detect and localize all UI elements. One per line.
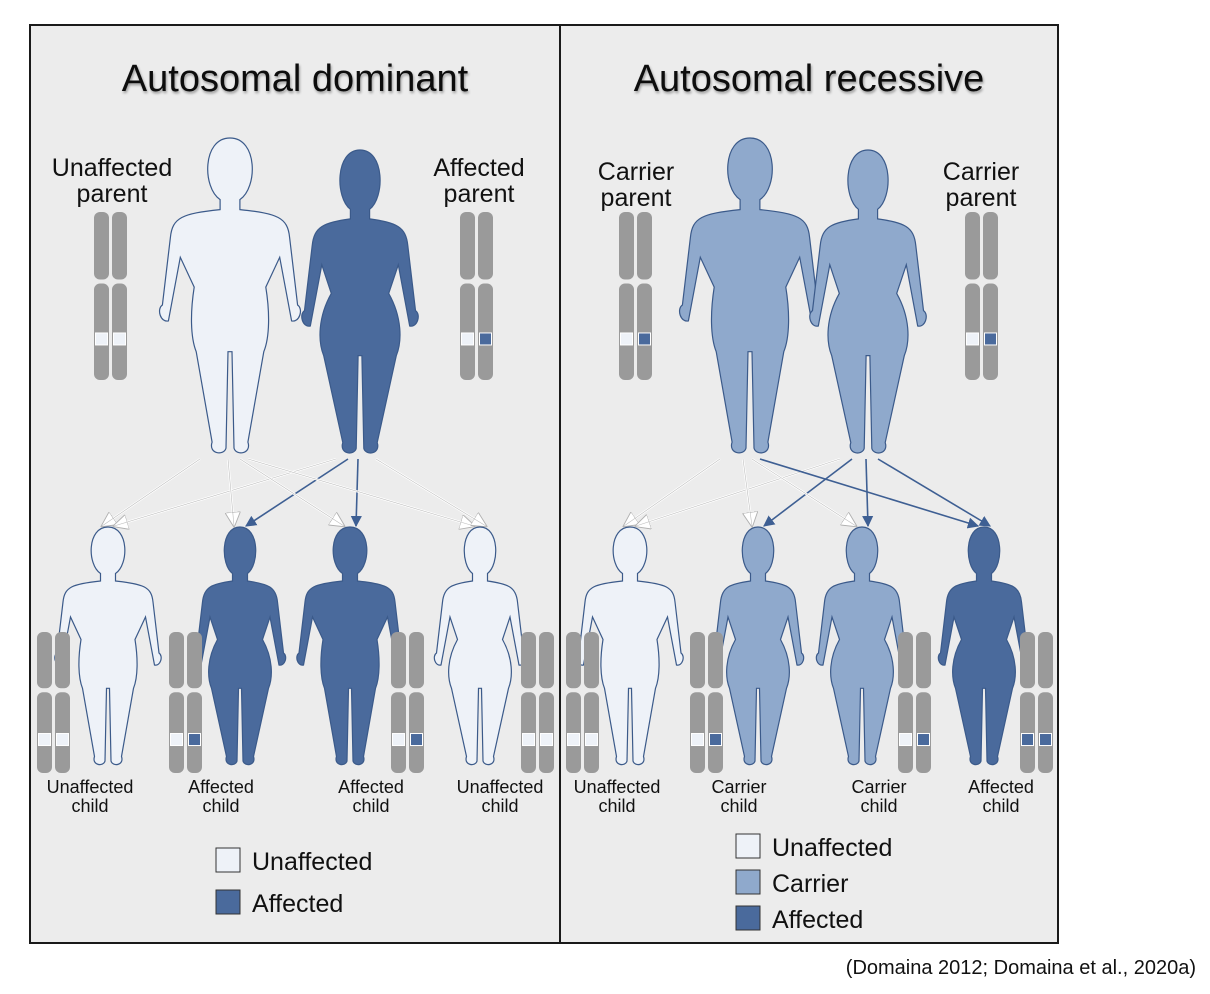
child-label: child	[598, 796, 635, 816]
right-parent-chromosomes	[965, 212, 998, 380]
child-chromosomes	[898, 632, 931, 773]
legend-swatch-carrier	[735, 869, 761, 895]
legend-label-affected: Affected	[772, 906, 863, 934]
allele-marker	[709, 733, 722, 747]
child-figure	[296, 526, 404, 766]
right-parent-label: Carrier	[943, 158, 1019, 186]
child-label: Affected	[188, 777, 254, 797]
autosomal-recessive-panel	[559, 24, 1059, 944]
legend-swatch-unaffected	[215, 847, 241, 873]
allele-marker	[620, 332, 633, 346]
dominant-title: Autosomal dominant	[122, 58, 469, 100]
allele-marker	[95, 332, 108, 346]
left-parent-figure	[158, 137, 302, 454]
inheritance-arrow	[245, 458, 349, 527]
legend-label-affected: Affected	[252, 890, 343, 918]
allele-marker	[585, 733, 598, 747]
citation: (Domaina 2012; Domaina et al., 2020a)	[845, 957, 1196, 979]
child-label: Carrier	[711, 777, 766, 797]
autosomal-dominant-panel	[29, 24, 562, 944]
right-parent-label: parent	[946, 184, 1017, 212]
left-parent-label: Unaffected	[52, 154, 172, 182]
child-figure	[193, 526, 287, 766]
allele-marker	[461, 332, 474, 346]
child-label: child	[860, 796, 897, 816]
child-chromosomes	[690, 632, 723, 773]
allele-marker	[392, 733, 405, 747]
child-label: Unaffected	[574, 777, 661, 797]
child-figure	[54, 526, 162, 766]
child-label: child	[202, 796, 239, 816]
legend-label-unaffected: Unaffected	[252, 848, 372, 876]
recessive-title: Autosomal recessive	[634, 58, 985, 100]
inheritance-arrow	[350, 458, 362, 528]
allele-marker	[899, 733, 912, 747]
allele-marker	[638, 332, 651, 346]
child-chromosomes	[521, 632, 554, 773]
allele-marker	[691, 733, 704, 747]
allele-marker	[410, 733, 423, 747]
child-label: Affected	[968, 777, 1034, 797]
left-parent-label: Carrier	[598, 158, 674, 186]
allele-marker	[479, 332, 492, 346]
child-label: child	[481, 796, 518, 816]
legend-swatch-unaffected	[735, 833, 761, 859]
child-label: Carrier	[851, 777, 906, 797]
allele-marker	[1039, 733, 1052, 747]
allele-marker	[113, 332, 126, 346]
allele-marker	[1021, 733, 1034, 747]
child-label: child	[71, 796, 108, 816]
right-parent-label: parent	[444, 180, 515, 208]
child-chromosomes	[391, 632, 424, 773]
left-parent-label: parent	[77, 180, 148, 208]
left-parent-chromosomes	[619, 212, 652, 380]
allele-marker	[170, 733, 183, 747]
legend-swatch-affected	[215, 889, 241, 915]
left-parent-label: parent	[601, 184, 672, 212]
left-parent-chromosomes	[94, 212, 127, 380]
right-parent-chromosomes	[460, 212, 493, 380]
child-label: child	[352, 796, 389, 816]
child-figure	[937, 526, 1031, 766]
allele-marker	[984, 332, 997, 346]
allele-marker	[966, 332, 979, 346]
allele-marker	[522, 733, 535, 747]
child-chromosomes	[169, 632, 202, 773]
child-label: child	[720, 796, 757, 816]
child-label: Unaffected	[457, 777, 544, 797]
legend-label-unaffected: Unaffected	[772, 834, 892, 862]
allele-marker	[188, 733, 201, 747]
child-label: Affected	[338, 777, 404, 797]
left-parent-figure	[678, 137, 822, 454]
child-chromosomes	[37, 632, 70, 773]
legend-label-carrier: Carrier	[772, 870, 848, 898]
allele-marker	[540, 733, 553, 747]
right-parent-figure	[301, 149, 419, 454]
legend-swatch-affected	[735, 905, 761, 931]
allele-marker	[567, 733, 580, 747]
child-figure	[433, 526, 527, 766]
right-parent-figure	[809, 149, 927, 454]
child-label: Unaffected	[47, 777, 134, 797]
child-label: child	[982, 796, 1019, 816]
allele-marker	[38, 733, 51, 747]
allele-marker	[917, 733, 930, 747]
child-chromosomes	[1020, 632, 1053, 773]
child-figure	[711, 526, 805, 766]
inheritance-arrow	[763, 458, 853, 527]
right-parent-label: Affected	[433, 154, 524, 182]
inheritance-arrow	[759, 458, 980, 529]
child-chromosomes	[566, 632, 599, 773]
inheritance-arrow	[877, 458, 991, 527]
child-figure	[815, 526, 909, 766]
allele-marker	[56, 733, 69, 747]
child-figure	[576, 526, 684, 766]
